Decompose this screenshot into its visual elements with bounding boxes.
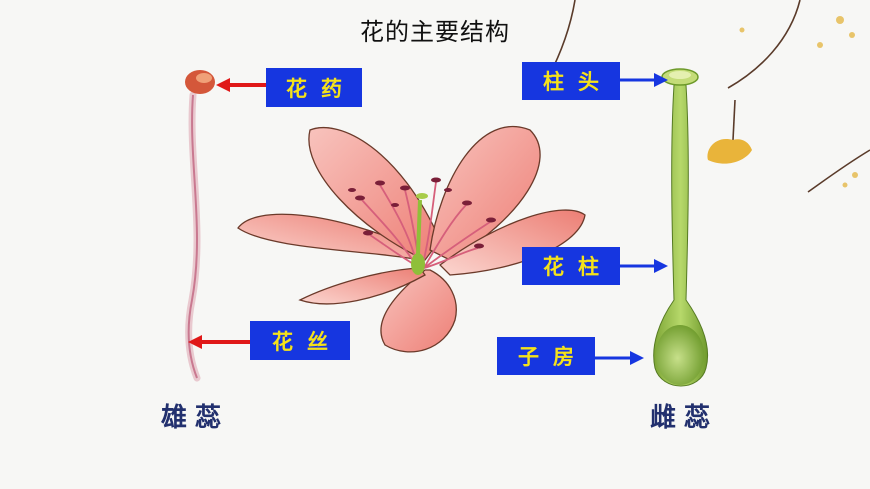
flower-anthers [348,177,496,249]
pistil-label: 雌蕊 [650,403,719,433]
stamen-illustration [185,70,215,382]
style-arrow [620,259,668,273]
anther-label: 花药 [266,68,362,107]
ovary-arrow [595,351,644,365]
ovary-label: 子房 [497,337,595,375]
anther-arrow [216,78,266,92]
stigma-label: 柱头 [522,62,620,100]
pistil-illustration [653,68,709,387]
stigma-arrow [620,73,668,87]
leaf-decoration [707,16,858,188]
filament-label: 花丝 [250,321,350,360]
flower-illustration [237,125,586,353]
stamen-label: 雄蕊 [161,403,230,433]
filament-arrow [188,335,250,349]
flower-pistil [411,193,428,275]
slide-title: 花的主要结构 [360,18,510,46]
style-label: 花柱 [522,247,620,285]
